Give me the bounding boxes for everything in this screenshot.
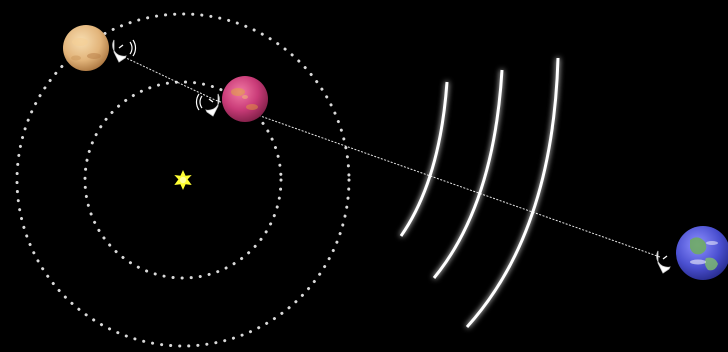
outer-orbit — [15, 12, 351, 348]
star-icon — [174, 170, 192, 190]
inner-planet — [222, 76, 268, 122]
wave-arc-3 — [465, 57, 560, 329]
satellite-dish-icon — [656, 250, 671, 274]
planet-icon — [63, 25, 109, 71]
outer-planet — [63, 25, 109, 71]
inner-orbit — [83, 80, 283, 280]
radio-wave-arcs — [399, 57, 560, 329]
satellite-dish-icon — [195, 93, 220, 117]
earth-planet — [676, 226, 728, 280]
satellite-dish-icon — [112, 39, 137, 63]
wave-arc-1 — [399, 81, 449, 237]
wave-arc-2 — [432, 69, 504, 279]
signal-line — [123, 56, 661, 258]
